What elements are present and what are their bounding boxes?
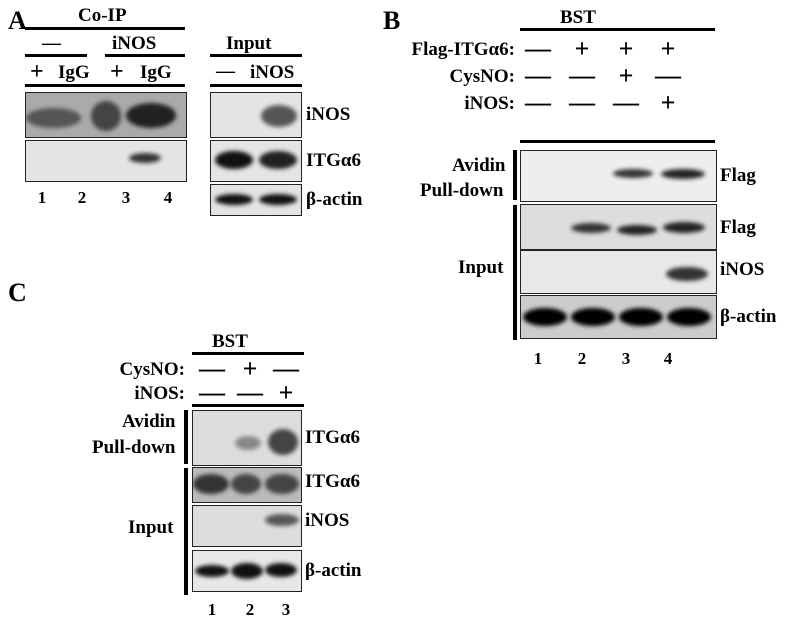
treatment-sign: +: [574, 34, 590, 63]
blot-label: ITGα6: [306, 150, 361, 171]
bst-header: BST: [560, 7, 596, 28]
treatment-sign: —: [569, 88, 595, 117]
blot-input-flag: [520, 204, 717, 250]
bracket: [184, 410, 188, 464]
divider: [520, 28, 715, 31]
bracket: [184, 468, 188, 595]
bracket: [513, 205, 517, 340]
blot-input-inos: [192, 505, 302, 547]
divider: [192, 404, 304, 407]
divider: [25, 54, 87, 57]
input-label: Input: [128, 517, 174, 538]
lane-number: 3: [621, 349, 631, 368]
treatment-sign: —: [237, 378, 263, 407]
row-label: iNOS:: [464, 93, 515, 114]
group-minus: —: [42, 33, 61, 54]
blot-pulldown-flag: [520, 150, 717, 202]
blot-input-actin: [520, 295, 717, 339]
lane-igg: IgG: [140, 62, 172, 83]
coip-header: Co-IP: [78, 5, 127, 26]
lane-number: 4: [663, 349, 673, 368]
treatment-sign: +: [660, 34, 676, 63]
blot-label: ITGα6: [305, 427, 360, 448]
lane-number: 1: [207, 600, 217, 619]
blot-input-itga6: [210, 140, 302, 182]
divider: [105, 54, 185, 57]
blot-label: Flag: [720, 165, 756, 186]
blot-input-inos: [520, 250, 717, 294]
panel-c-letter: C: [8, 278, 27, 307]
blot-coip-itga6: [25, 140, 187, 182]
lane-number: 1: [37, 188, 47, 207]
blot-label: β-actin: [305, 560, 362, 581]
blot-label: β-actin: [306, 189, 363, 210]
divider: [210, 54, 302, 57]
treatment-sign: —: [525, 88, 551, 117]
blot-label: iNOS: [305, 510, 350, 531]
lane-number: 4: [163, 188, 173, 207]
treatment-sign: —: [273, 354, 299, 383]
blot-label: Flag: [720, 217, 756, 238]
divider: [192, 352, 304, 355]
row-label: CysNO:: [119, 359, 185, 380]
treatment-sign: —: [199, 378, 225, 407]
treatment-sign: +: [618, 34, 634, 63]
blot-label: iNOS: [306, 104, 351, 125]
divider: [210, 84, 302, 87]
treatment-sign: +: [618, 61, 634, 90]
group-inos: iNOS: [112, 33, 157, 54]
row-label: Flag-ITGα6:: [411, 39, 516, 60]
treatment-sign: +: [242, 354, 258, 383]
treatment-sign: +: [660, 88, 676, 117]
divider: [25, 27, 185, 30]
blot-input-actin: [192, 550, 302, 592]
treatment-sign: —: [525, 61, 551, 90]
panel-a-letter: A: [8, 6, 27, 35]
lane-number: 2: [245, 600, 255, 619]
blot-input-itga6: [192, 467, 302, 503]
treatment-sign: —: [613, 88, 639, 117]
treatment-sign: —: [569, 61, 595, 90]
panel-b-letter: B: [383, 6, 401, 35]
lane-number: 3: [281, 600, 291, 619]
blot-label: β-actin: [720, 306, 777, 327]
lane-igg: IgG: [58, 62, 90, 83]
row-label: iNOS:: [134, 383, 185, 404]
divider: [520, 140, 715, 143]
avidin-label: Avidin: [452, 155, 506, 176]
lane-number: 2: [577, 349, 587, 368]
input-inos: iNOS: [250, 62, 295, 83]
treatment-sign: —: [199, 354, 225, 383]
lane-sign: +: [30, 59, 44, 85]
blot-label: ITGα6: [305, 471, 360, 492]
lane-number: 2: [77, 188, 87, 207]
blot-label: iNOS: [720, 259, 765, 280]
treatment-sign: +: [278, 378, 294, 407]
treatment-sign: —: [525, 34, 551, 63]
lane-number: 1: [533, 349, 543, 368]
pulldown-label: Pull-down: [420, 180, 504, 201]
row-label: CysNO:: [449, 66, 515, 87]
input-header: Input: [226, 33, 272, 54]
blot-input-inos: [210, 92, 302, 138]
blot-pulldown-itga6: [192, 410, 302, 466]
input-label: Input: [458, 257, 504, 278]
pulldown-label: Pull-down: [92, 437, 176, 458]
avidin-label: Avidin: [122, 411, 176, 432]
bracket: [513, 150, 517, 200]
lane-number: 3: [121, 188, 131, 207]
input-minus: —: [216, 61, 235, 82]
lane-sign: +: [110, 59, 124, 85]
blot-input-actin: [210, 184, 302, 216]
bst-header: BST: [212, 331, 248, 352]
treatment-sign: —: [655, 61, 681, 90]
blot-coip-inos: [25, 92, 187, 138]
divider: [25, 84, 185, 87]
